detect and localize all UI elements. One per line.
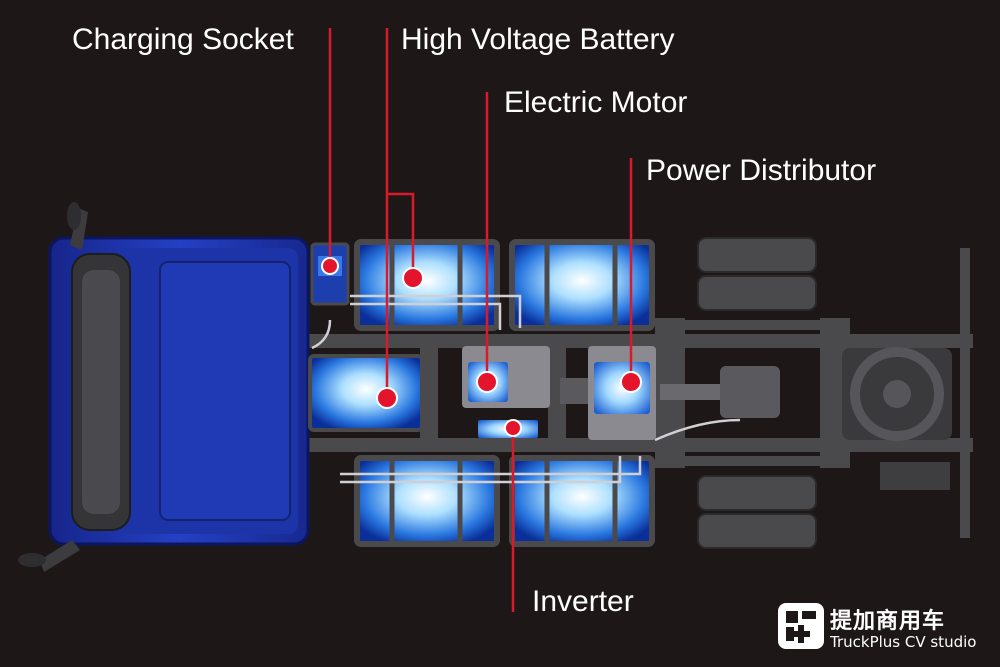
dot-hv-battery-center xyxy=(376,387,398,409)
hv-cables xyxy=(311,294,741,484)
leader-dots xyxy=(321,257,642,437)
electric-motor-unit xyxy=(462,346,550,408)
power-distributor-unit xyxy=(588,346,656,440)
battery-packs-lower xyxy=(354,455,655,547)
side-mirrors xyxy=(18,202,88,572)
label-power-distributor: Power Distributor xyxy=(646,154,877,187)
watermark-english: TruckPlus CV studio xyxy=(830,633,977,651)
battery-pack-center xyxy=(308,354,424,432)
leader-lines xyxy=(328,28,633,612)
dot-power-distributor xyxy=(620,371,642,393)
label-high-voltage-battery: High Voltage Battery xyxy=(401,23,675,56)
label-electric-motor: Electric Motor xyxy=(504,86,688,119)
dot-electric-motor xyxy=(476,371,498,393)
dot-charging-socket xyxy=(321,257,339,275)
label-inverter: Inverter xyxy=(532,585,634,618)
watermark: 提加商用车 TruckPlus CV studio xyxy=(778,603,990,655)
watermark-chinese: 提加商用车 xyxy=(830,609,946,634)
truck-cab xyxy=(48,236,310,546)
rear-wheels xyxy=(697,237,817,549)
spare-wheel xyxy=(842,347,952,441)
label-charging-socket: Charging Socket xyxy=(72,23,294,56)
battery-packs-upper xyxy=(354,239,655,331)
chassis-frame xyxy=(305,248,973,538)
truckplus-logo-icon xyxy=(778,603,824,649)
dot-inverter xyxy=(504,419,522,437)
dot-hv-battery-upper xyxy=(402,267,424,289)
leader-high-voltage-battery xyxy=(385,28,415,398)
